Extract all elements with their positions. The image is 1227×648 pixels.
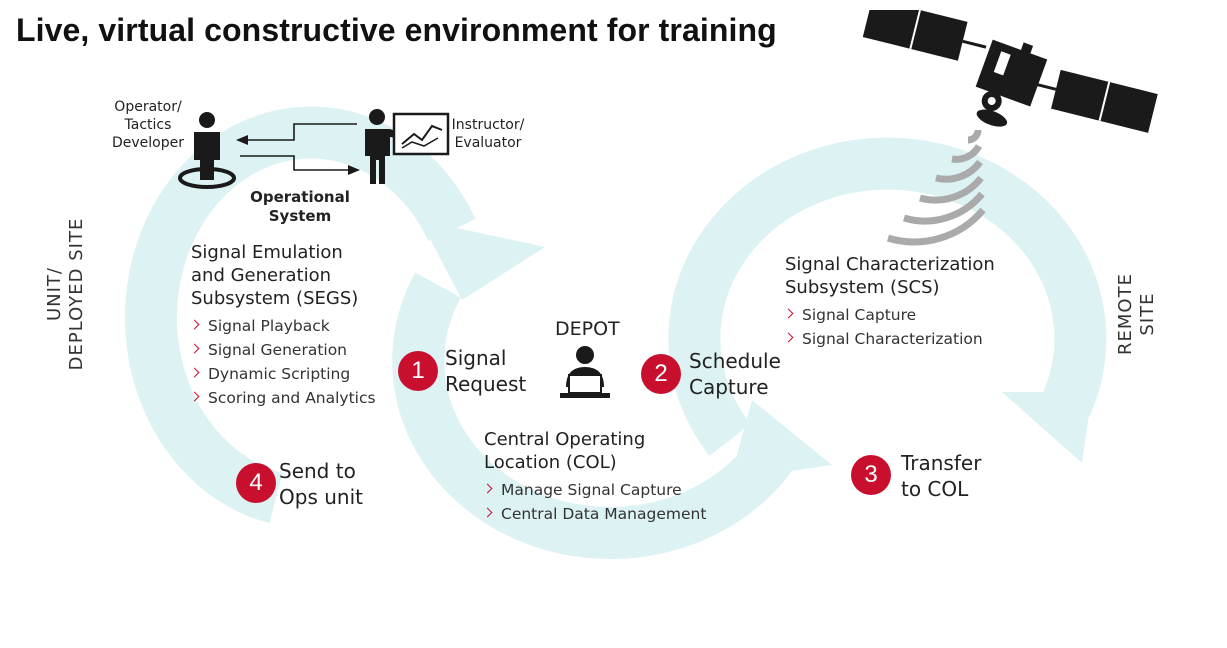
scs-block: Signal Characterization Subsystem (SCS) … (785, 253, 995, 351)
step-1-badge: 1 (398, 351, 438, 391)
satellite-icon (862, 10, 1158, 133)
scs-heading: Signal Characterization Subsystem (SCS) (785, 254, 995, 298)
depot-laptop-user-icon (560, 346, 610, 398)
list-item: Manage Signal Capture (484, 478, 706, 502)
step-4-label: Send to Ops unit (279, 459, 363, 509)
chevron-right-icon (484, 509, 492, 517)
step-1-label: Signal Request (445, 346, 527, 396)
list-item: Signal Playback (191, 314, 376, 338)
right-loop-arrow (668, 137, 1107, 456)
step-2-label: Schedule Capture (689, 349, 781, 399)
col-block: Central Operating Location (COL) Manage … (484, 428, 706, 526)
left-loop-arrowhead (420, 220, 545, 300)
instructor-icon (365, 109, 404, 184)
depot-label: DEPOT (555, 318, 620, 340)
middle-loop-arrowhead (730, 400, 832, 480)
page-title: Live, virtual constructive environment f… (16, 12, 777, 48)
list-item: Signal Characterization (785, 327, 995, 351)
list-item: Scoring and Analytics (191, 386, 376, 410)
segs-list: Signal Playback Signal Generation Dynami… (191, 314, 376, 410)
instructor-label: Instructor/ Evaluator (451, 117, 525, 151)
col-list: Manage Signal Capture Central Data Manag… (484, 478, 706, 526)
chevron-right-icon (191, 393, 199, 401)
list-item: Dynamic Scripting (191, 362, 376, 386)
step-2-badge: 2 (641, 354, 681, 394)
list-item: Signal Generation (191, 338, 376, 362)
presentation-board-icon (392, 112, 450, 156)
step-3-label: Transfer to COL (901, 451, 982, 501)
chevron-right-icon (785, 334, 793, 342)
chevron-right-icon (191, 369, 199, 377)
chevron-right-icon (785, 310, 793, 318)
right-loop-arrowhead (1002, 392, 1092, 463)
exchange-arrows-icon (236, 123, 360, 175)
unit-deployed-site-label: UNIT/ DEPLOYED SITE (44, 217, 87, 371)
step-3-badge: 3 (851, 455, 891, 495)
operator-label: Operator/ Tactics Developer (111, 99, 184, 151)
chevron-right-icon (191, 345, 199, 353)
signal-waves-icon (886, 129, 986, 246)
operational-system-label: Operational System (250, 188, 350, 225)
operator-icon (178, 112, 236, 189)
segs-block: Signal Emulation and Generation Subsyste… (191, 241, 376, 410)
list-item: Signal Capture (785, 303, 995, 327)
segs-heading: Signal Emulation and Generation Subsyste… (191, 242, 359, 309)
scs-list: Signal Capture Signal Characterization (785, 303, 995, 351)
col-heading: Central Operating Location (COL) (484, 429, 646, 473)
chevron-right-icon (484, 485, 492, 493)
list-item: Central Data Management (484, 502, 706, 526)
remote-site-label: REMOTE SITE (1115, 273, 1158, 355)
step-4-badge: 4 (236, 463, 276, 503)
chevron-right-icon (191, 321, 199, 329)
